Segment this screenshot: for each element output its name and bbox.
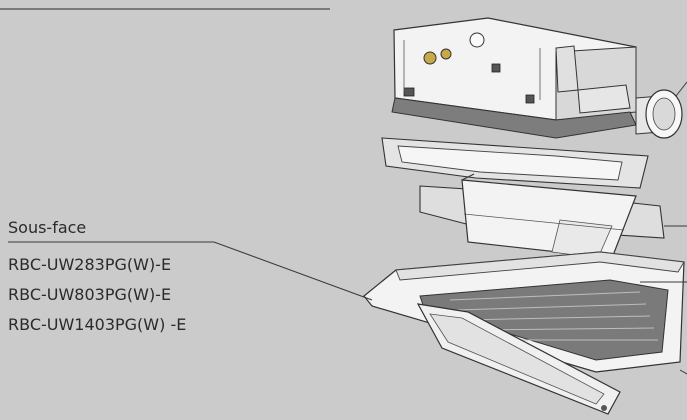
sous-face-heading: Sous-face xyxy=(8,218,87,237)
main-unit-body xyxy=(391,17,637,139)
suction-grille-flap xyxy=(416,303,621,415)
leader-line-sous-face xyxy=(8,241,373,301)
leader-line-flap xyxy=(679,369,687,375)
model-number: RBC-UW1403PG(W) -E xyxy=(8,315,187,334)
model-number-list: RBC-UW283PG(W)-E RBC-UW803PG(W)-E RBC-UW… xyxy=(8,250,186,340)
fresh-air-duct xyxy=(635,89,683,139)
model-number: RBC-UW803PG(W)-E xyxy=(8,285,172,304)
ceiling-panel-sous-face xyxy=(363,251,685,373)
leader-line-duct xyxy=(675,81,687,97)
model-number: RBC-UW283PG(W)-E xyxy=(8,255,172,274)
